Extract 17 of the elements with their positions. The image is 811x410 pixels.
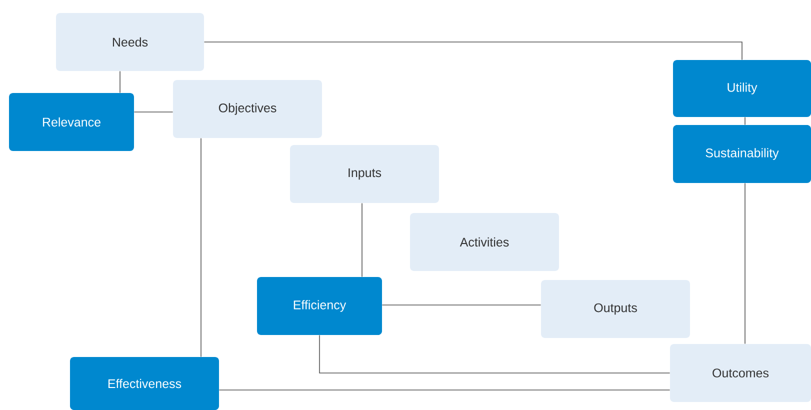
stage-box: Outputs [541,280,690,338]
connector-line [319,334,670,374]
connector-line [382,304,542,306]
stage-box: Activities [410,213,559,271]
connector-line [744,182,746,344]
criterion-box: Relevance [9,93,134,151]
stage-box: Outcomes [670,344,811,402]
stage-box: Needs [56,13,204,71]
criterion-box: Utility [673,60,811,117]
connector-line [744,116,746,126]
criterion-box: Effectiveness [70,357,219,410]
stage-box: Objectives [173,80,322,138]
connector-line [200,138,202,358]
stage-box: Inputs [290,145,439,203]
connector-line [204,42,742,60]
criterion-box: Efficiency [257,277,382,335]
criterion-box: Sustainability [673,125,811,183]
